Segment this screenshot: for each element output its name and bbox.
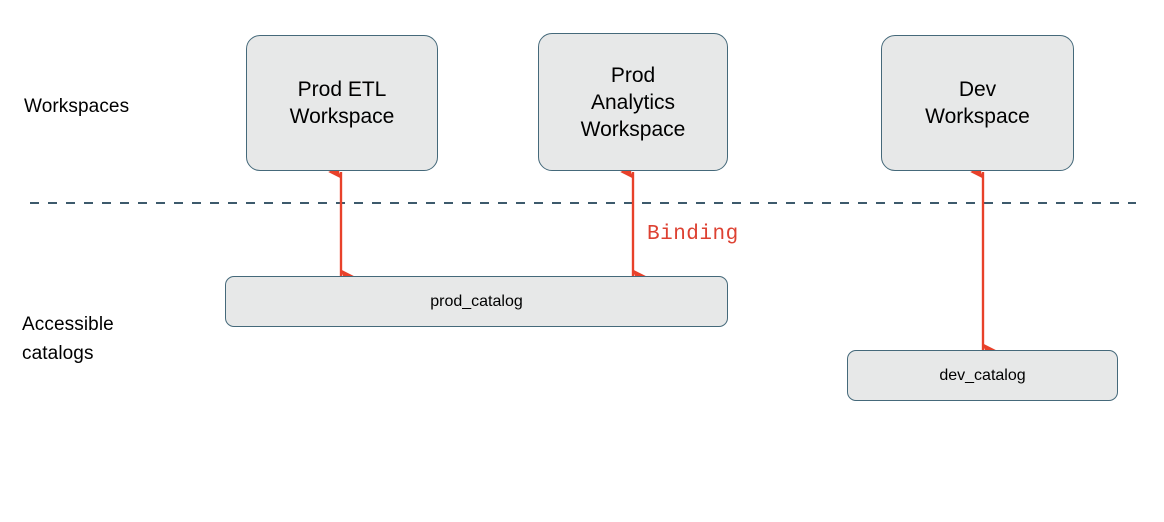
binding-annotation-label: Binding <box>647 223 739 246</box>
catalog-node-prod[interactable]: prod_catalog <box>225 276 728 327</box>
row-label-workspaces: Workspaces <box>24 96 130 117</box>
workspace-node-dev[interactable]: Dev Workspace <box>881 35 1074 171</box>
row-label-accessible-catalogs: Accessible catalogs <box>22 314 114 364</box>
workspace-node-prod-analytics[interactable]: Prod Analytics Workspace <box>538 33 728 171</box>
workspace-node-prod-etl[interactable]: Prod ETL Workspace <box>246 35 438 171</box>
catalog-node-dev[interactable]: dev_catalog <box>847 350 1118 401</box>
